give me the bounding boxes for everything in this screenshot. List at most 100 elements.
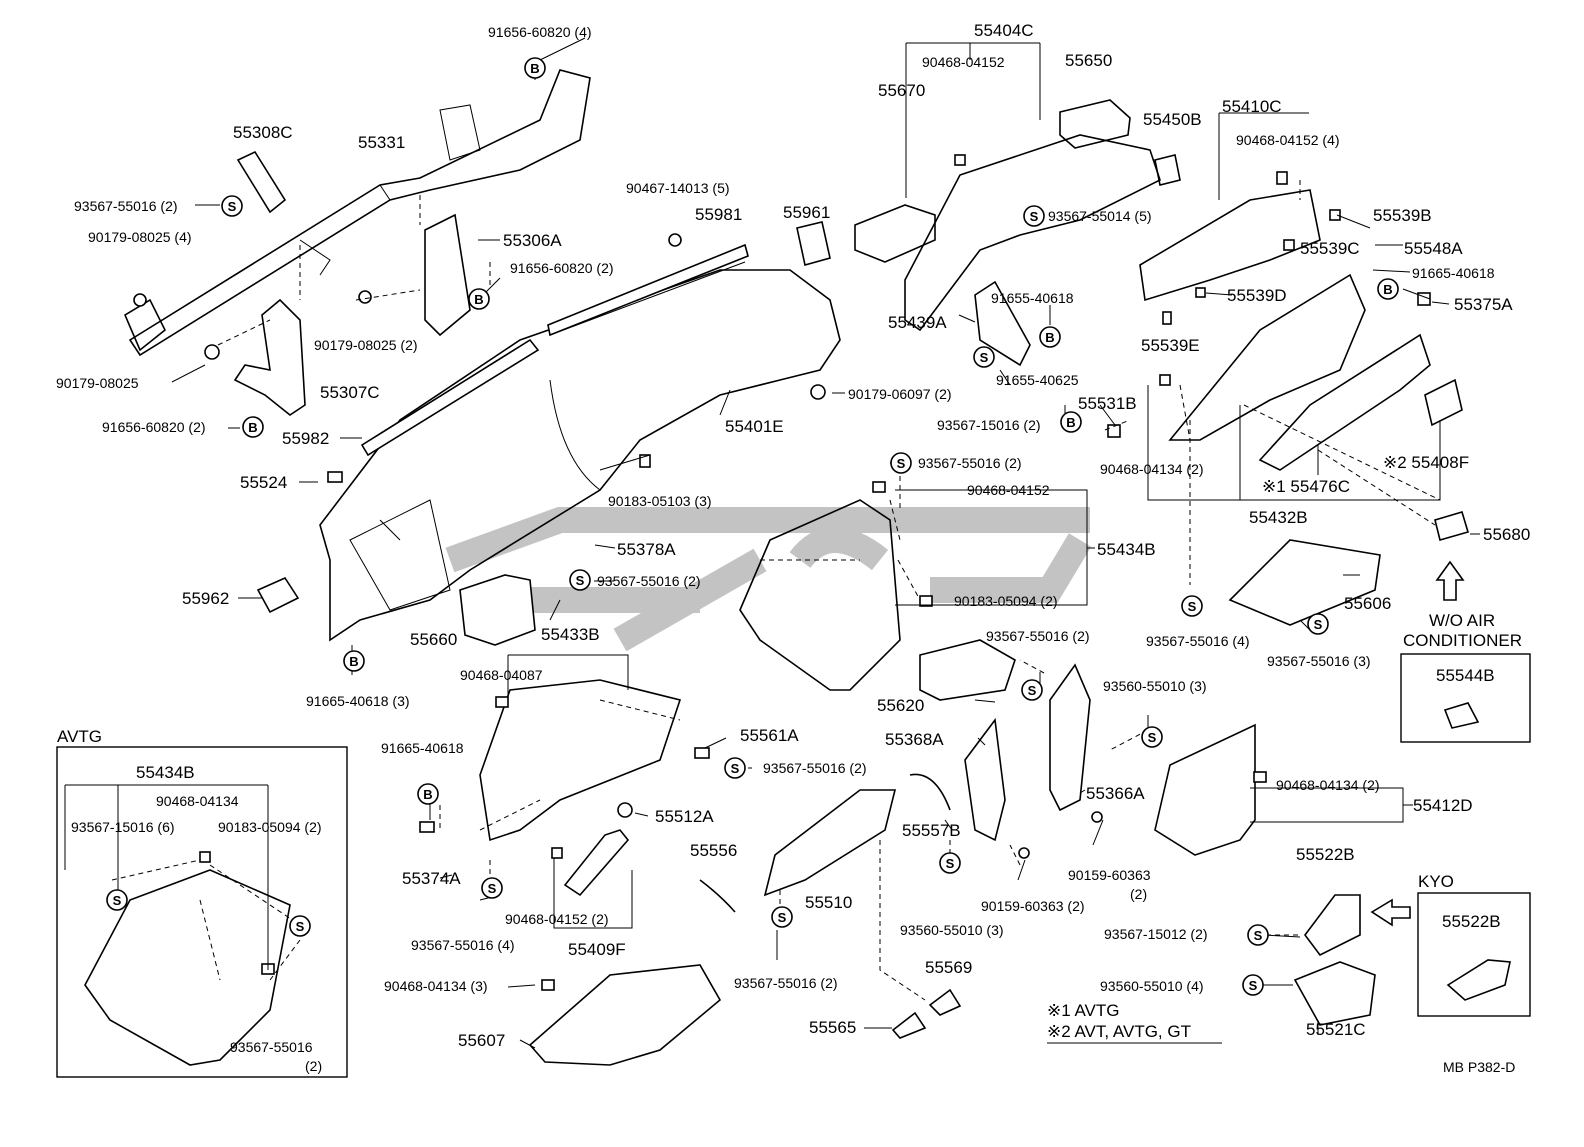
label-91656-60820-2-b: 91656-60820 (2) <box>102 419 206 435</box>
label-55539e: 55539E <box>1141 336 1200 355</box>
part-55962-vent <box>256 576 300 614</box>
part-55522b <box>1304 894 1361 957</box>
marker-s-12: S <box>939 852 961 874</box>
label-55524: 55524 <box>240 473 287 492</box>
part-55412d <box>1154 723 1256 856</box>
marker-s-10: S <box>724 757 746 779</box>
label-55306a: 55306A <box>503 231 562 250</box>
label-55539b: 55539B <box>1373 206 1432 225</box>
label-90468-04134-avtg: 90468-04134 <box>156 793 239 809</box>
marker-b-4: B <box>1377 278 1399 300</box>
label-55539c: 55539C <box>1300 239 1360 258</box>
label-55521c: 55521C <box>1306 1020 1366 1039</box>
svg-text:S: S <box>897 456 906 471</box>
label-55308c: 55308C <box>233 123 293 142</box>
label-55680: 55680 <box>1483 525 1530 544</box>
svg-text:B: B <box>530 61 539 76</box>
marker-s-9: S <box>1141 726 1163 748</box>
label-55670: 55670 <box>878 81 925 100</box>
label-55374a: 55374A <box>402 869 461 888</box>
svg-text:S: S <box>296 919 305 934</box>
label-55401e: 55401E <box>725 417 784 436</box>
part-avtg-console <box>84 869 291 1066</box>
label-90468-04134-2-a: 90468-04134 (2) <box>1100 461 1204 477</box>
part-55409f <box>563 829 630 897</box>
svg-text:S: S <box>980 350 989 365</box>
marker-s-6: S <box>1181 595 1203 617</box>
label-avtg: AVTG <box>57 727 102 746</box>
label-55660: 55660 <box>410 630 457 649</box>
marker-s-15: S <box>1242 974 1264 996</box>
label-90159-60363: 90159-60363 <box>1068 867 1151 883</box>
part-55410c <box>1139 189 1321 302</box>
marker-b-8: B <box>417 783 439 805</box>
label-55606: 55606 <box>1344 594 1391 613</box>
label-93567-55014-5: 93567-55014 (5) <box>1048 208 1152 224</box>
marker-s-4: S <box>890 452 912 474</box>
part-55565 <box>891 1011 927 1039</box>
part-55607 <box>528 964 722 1066</box>
svg-text:S: S <box>1148 730 1157 745</box>
label-93560-55010-4: 93560-55010 (4) <box>1100 978 1204 994</box>
svg-text:S: S <box>1188 599 1197 614</box>
svg-text:S: S <box>731 761 740 776</box>
part-55521c <box>1293 961 1376 1026</box>
footnote-1: ※1 AVTG <box>1047 1001 1120 1020</box>
label-90179-06097-2: 90179-06097 (2) <box>848 386 952 402</box>
label-55378a: 55378A <box>617 540 676 559</box>
label-55981: 55981 <box>695 205 742 224</box>
label-wo-air: W/O AIR <box>1429 611 1495 630</box>
label-93560-55010-3-a: 93560-55010 (3) <box>1103 678 1207 694</box>
svg-text:B: B <box>349 654 358 669</box>
part-55620 <box>919 639 1016 701</box>
label-91665-40618-b: 91665-40618 <box>381 740 464 756</box>
label-55512a: 55512A <box>655 807 714 826</box>
svg-text:S: S <box>1028 683 1037 698</box>
part-kyo-55522b <box>1446 959 1511 1001</box>
part-55660-vent <box>459 574 536 646</box>
svg-text:S: S <box>1314 617 1323 632</box>
part-55569 <box>928 988 962 1016</box>
label-90179-08025: 90179-08025 <box>56 375 139 391</box>
marker-b-3: B <box>242 416 264 438</box>
label-93567-55016-4-b: 93567-55016 (4) <box>411 937 515 953</box>
svg-text:S: S <box>1030 209 1039 224</box>
part-55434b <box>739 499 901 691</box>
label-93567-55016-3: 93567-55016 (3) <box>1267 653 1371 669</box>
svg-text:B: B <box>423 787 432 802</box>
part-55556 <box>699 879 736 913</box>
label-55561a: 55561A <box>740 726 799 745</box>
label-55434b: 55434B <box>1097 540 1156 559</box>
label-55650: 55650 <box>1065 51 1112 70</box>
part-55680 <box>1434 511 1469 541</box>
label-55620: 55620 <box>877 696 924 715</box>
label-55531b: 55531B <box>1078 394 1137 413</box>
marker-s-8: S <box>1021 679 1043 701</box>
part-55368a <box>964 717 1006 842</box>
part-55650 <box>1059 99 1131 149</box>
arrows <box>1370 560 1465 927</box>
marker-b-2: B <box>468 288 490 310</box>
marker-s-7: S <box>1307 613 1329 635</box>
marker-b-1: B <box>524 57 546 79</box>
fastener-markers: B S B B S B B S B S S S S B S S S B S S … <box>106 57 1399 996</box>
label-2-avtg: (2) <box>305 1058 322 1074</box>
label-90183-05103-3: 90183-05103 (3) <box>608 493 712 509</box>
diagram-reference: MB P382-D <box>1443 1059 1515 1075</box>
label-55522b: 55522B <box>1296 845 1355 864</box>
label-93567-55016-2-a: 93567-55016 (2) <box>74 198 178 214</box>
label-93567-55016-4-a: 93567-55016 (4) <box>1146 633 1250 649</box>
label-91665-40618-3: 91665-40618 (3) <box>306 693 410 709</box>
label-93567-15012-2: 93567-15012 (2) <box>1104 926 1208 942</box>
label-55557b: 55557B <box>902 821 961 840</box>
label-93567-15016-2: 93567-15016 (2) <box>937 417 1041 433</box>
marker-s-2: S <box>1023 205 1045 227</box>
label-90467-14013-5: 90467-14013 (5) <box>626 180 730 196</box>
marker-s-1: S <box>221 195 243 217</box>
label-91665-40618-a: 91665-40618 <box>1412 265 1495 281</box>
svg-text:S: S <box>778 910 787 925</box>
label-55539d: 55539D <box>1227 286 1287 305</box>
avtg-box <box>56 746 348 1078</box>
label-55439a: 55439A <box>888 313 947 332</box>
